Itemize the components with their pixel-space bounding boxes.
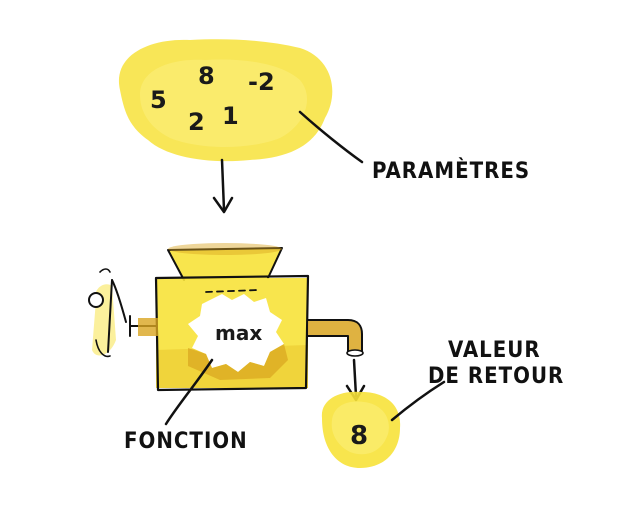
parameters-label: PARAMÈTRES (372, 158, 530, 184)
function-pointer-line (164, 358, 214, 426)
return-value: 8 (350, 421, 368, 451)
param-value-3: -2 (248, 68, 275, 96)
param-value-2: 8 (198, 62, 215, 90)
param-value-5: 1 (222, 102, 239, 130)
crank-handle (88, 268, 158, 358)
return-value-label-line2: DE RETOUR (428, 364, 564, 389)
return-value-pointer-line (390, 380, 446, 422)
input-arrow (212, 158, 234, 214)
gear-icon (188, 294, 284, 372)
function-label: FONCTION (124, 429, 248, 454)
parameters-pointer-line (298, 110, 364, 164)
param-value-4: 2 (188, 108, 205, 136)
hopper (168, 248, 282, 280)
return-value-blob: 8 (321, 391, 401, 468)
function-machine: max (88, 243, 364, 392)
output-spout (307, 319, 364, 357)
parameters-blob: 5 8 -2 2 1 (118, 39, 333, 162)
function-name: max (215, 321, 262, 345)
return-value-label-line1: VALEUR (448, 338, 541, 363)
param-value-1: 5 (150, 86, 167, 114)
